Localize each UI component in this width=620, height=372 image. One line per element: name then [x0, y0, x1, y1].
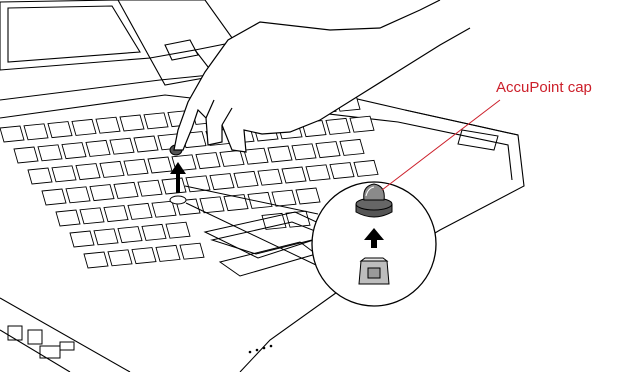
accupoint-post-icon [359, 258, 389, 284]
keyboard-key [108, 250, 132, 266]
zoom-circle [312, 182, 436, 306]
keyboard-key [124, 159, 148, 175]
keyboard-key [100, 161, 124, 177]
keyboard-key [14, 147, 38, 163]
keyboard-key [234, 171, 258, 187]
keyboard-key [330, 163, 354, 179]
indicator-dots [249, 345, 273, 354]
keyboard-key [128, 203, 152, 219]
keyboard-key [84, 252, 108, 268]
keyboard-key [258, 169, 282, 185]
keyboard-key [138, 180, 162, 196]
keyboard-key [200, 197, 224, 213]
keyboard-key [296, 188, 320, 204]
keyboard-key [180, 243, 204, 259]
keyboard-key [114, 182, 138, 198]
keyboard-key [42, 189, 66, 205]
keyboard-key [220, 150, 244, 166]
keyboard-key [144, 113, 168, 129]
keyboard-key [268, 146, 292, 162]
keyboard-key [162, 178, 186, 194]
keyboard-key [104, 206, 128, 222]
keyboard-key [196, 153, 220, 169]
keyboard-key [210, 174, 234, 190]
keyboard-key [96, 117, 120, 133]
keyboard-key [90, 185, 114, 201]
keyboard-key [52, 166, 76, 182]
keyboard-key [56, 210, 80, 226]
keyboard-key [306, 165, 330, 181]
keyboard-key [292, 144, 316, 160]
keyboard-key [132, 248, 156, 264]
keyboard-key [28, 168, 52, 184]
keyboard-key [340, 139, 364, 155]
keyboard-key [24, 124, 48, 140]
laptop-screen [0, 0, 235, 85]
keyboard-key [186, 176, 210, 192]
keyboard-key [316, 142, 340, 158]
keyboard-key [326, 118, 350, 134]
keyboard-key [62, 143, 86, 159]
keyboard-key [152, 201, 176, 217]
keyboard-key [94, 229, 118, 245]
keyboard-key [48, 122, 72, 138]
palm-rest-badge [458, 130, 498, 150]
keyboard-key [70, 231, 94, 247]
accupoint-cap-label: AccuPoint cap [496, 79, 592, 96]
keyboard-key [118, 227, 142, 243]
keyboard-key [110, 138, 134, 154]
keyboard-key [38, 145, 62, 161]
keyboard-key [76, 164, 100, 180]
accupoint-on-keyboard [170, 145, 186, 204]
callout-leader-line [382, 100, 500, 190]
keyboard-key [354, 160, 378, 176]
keyboard-key [134, 136, 158, 152]
keyboard-key [142, 224, 166, 240]
keyboard-key [72, 119, 96, 135]
keyboard-key [80, 208, 104, 224]
keyboard-key [156, 245, 180, 261]
side-ports [8, 326, 74, 358]
keyboard-key [86, 140, 110, 156]
keyboard-key [272, 190, 296, 206]
keyboard-key [120, 115, 144, 131]
keyboard-key [66, 187, 90, 203]
keyboard-key [350, 116, 374, 132]
keyboard-key [148, 157, 172, 173]
keyboard-key [0, 126, 24, 142]
keyboard-key [262, 213, 286, 229]
keyboard-key [166, 222, 190, 238]
keyboard-key [244, 148, 268, 164]
keyboard-key [282, 167, 306, 183]
